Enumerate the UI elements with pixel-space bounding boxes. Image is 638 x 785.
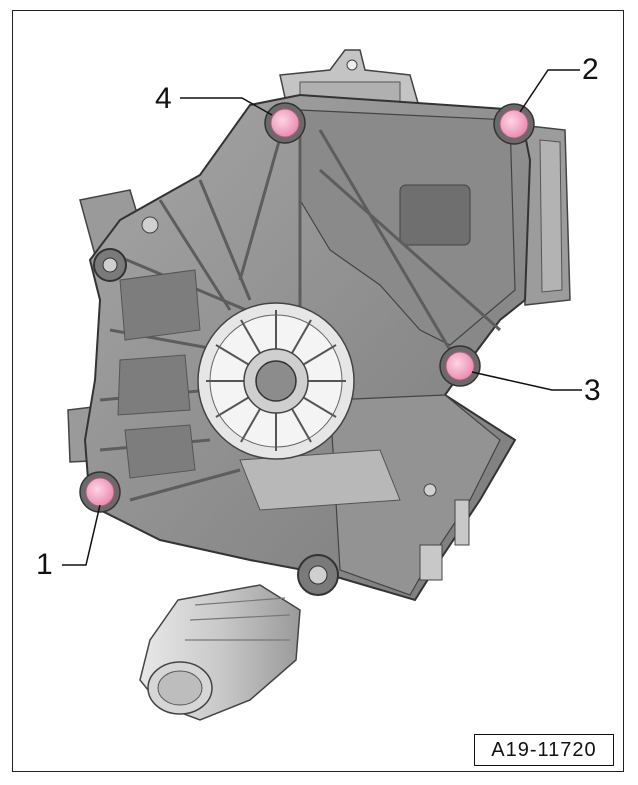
bolt-2 (493, 103, 535, 145)
image-reference-label: A19-11720 (474, 734, 614, 766)
right-boss (519, 124, 571, 306)
callout-1: 1 (36, 548, 53, 581)
drive-sprocket (197, 302, 355, 460)
leader-line-2 (519, 69, 580, 113)
leader-line-4 (180, 97, 273, 116)
bolt-1 (79, 471, 121, 513)
outlet-pipe (139, 584, 301, 721)
bolt-4 (264, 102, 306, 144)
callout-2: 2 (582, 53, 599, 86)
callout-3: 3 (584, 374, 601, 407)
leader-line-3 (471, 371, 582, 391)
callout-4: 4 (155, 82, 172, 115)
bolt-3 (439, 345, 481, 387)
leader-line-1 (62, 504, 101, 566)
